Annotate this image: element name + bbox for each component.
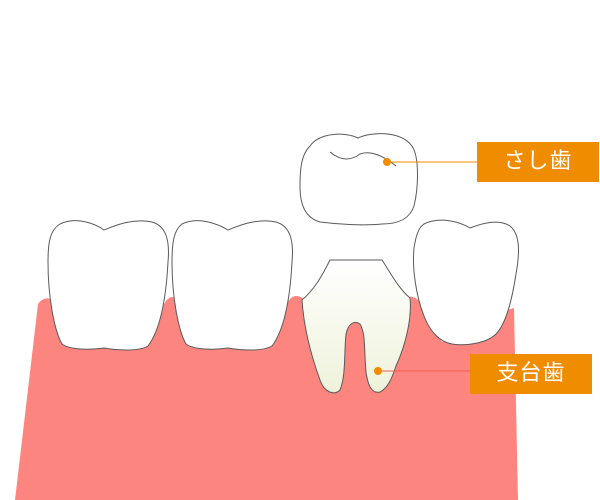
molar-tooth-2 <box>171 220 293 351</box>
crown-leader-dot <box>383 158 391 166</box>
crown-label: さし歯 <box>477 142 599 182</box>
abutment-label: 支台歯 <box>470 354 592 394</box>
crown-tooth <box>299 133 418 226</box>
molar-tooth-1 <box>47 220 169 351</box>
molar-tooth-3 <box>413 219 519 346</box>
abutment-tooth <box>301 259 411 394</box>
abutment-leader-dot <box>374 367 382 375</box>
